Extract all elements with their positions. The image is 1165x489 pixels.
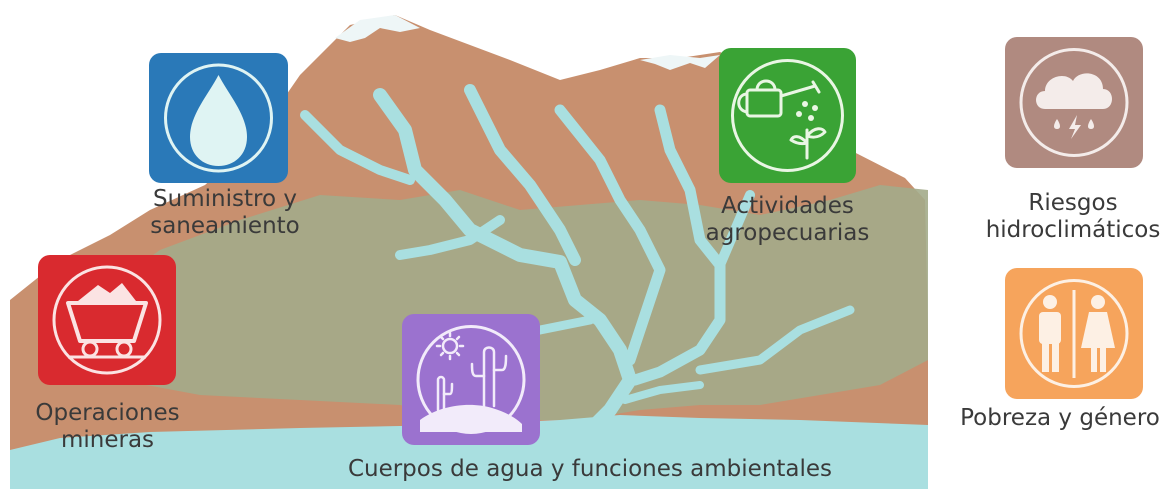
mining-label-line1: Operaciones <box>35 400 180 426</box>
supply-sanitation-tile <box>149 53 288 183</box>
man-woman-icon <box>1019 279 1129 388</box>
desert-cactus-icon <box>416 325 526 434</box>
supply-label-line1: Suministro y <box>153 186 297 212</box>
mining-label-line2: mineras <box>60 427 155 453</box>
water-bodies-tile <box>402 314 540 445</box>
snow-cap-left <box>335 15 420 42</box>
mining-operations-tile <box>38 255 176 385</box>
water-drop-icon <box>164 63 273 173</box>
agro-activities-tile <box>719 48 856 183</box>
storm-cloud-icon <box>1019 48 1129 157</box>
poverty-gender-label: Pobreza y género <box>960 405 1160 431</box>
supply-label-line2: saneamiento <box>150 213 300 239</box>
agro-label-line1: Actividades <box>721 193 854 219</box>
mining-operations-label: Operaciones mineras <box>15 400 200 454</box>
watering-can-icon <box>731 59 844 172</box>
agro-label-line2: agropecuarias <box>705 220 870 246</box>
poverty-gender-tile <box>1005 268 1143 399</box>
climate-label-line1: Riesgos <box>1028 190 1118 216</box>
water-bodies-label: Cuerpos de agua y funciones ambientales <box>347 456 833 482</box>
lake <box>10 415 928 489</box>
climate-label-line2: hidroclimáticos <box>985 217 1161 243</box>
climate-risk-tile <box>1005 37 1143 168</box>
mine-cart-icon <box>52 265 162 375</box>
snow-cap-right <box>640 55 720 70</box>
climate-risk-label: Riesgos hidroclimáticos <box>982 190 1164 244</box>
supply-sanitation-label: Suministro y saneamiento <box>135 186 315 240</box>
agro-activities-label: Actividades agropecuarias <box>690 193 885 247</box>
